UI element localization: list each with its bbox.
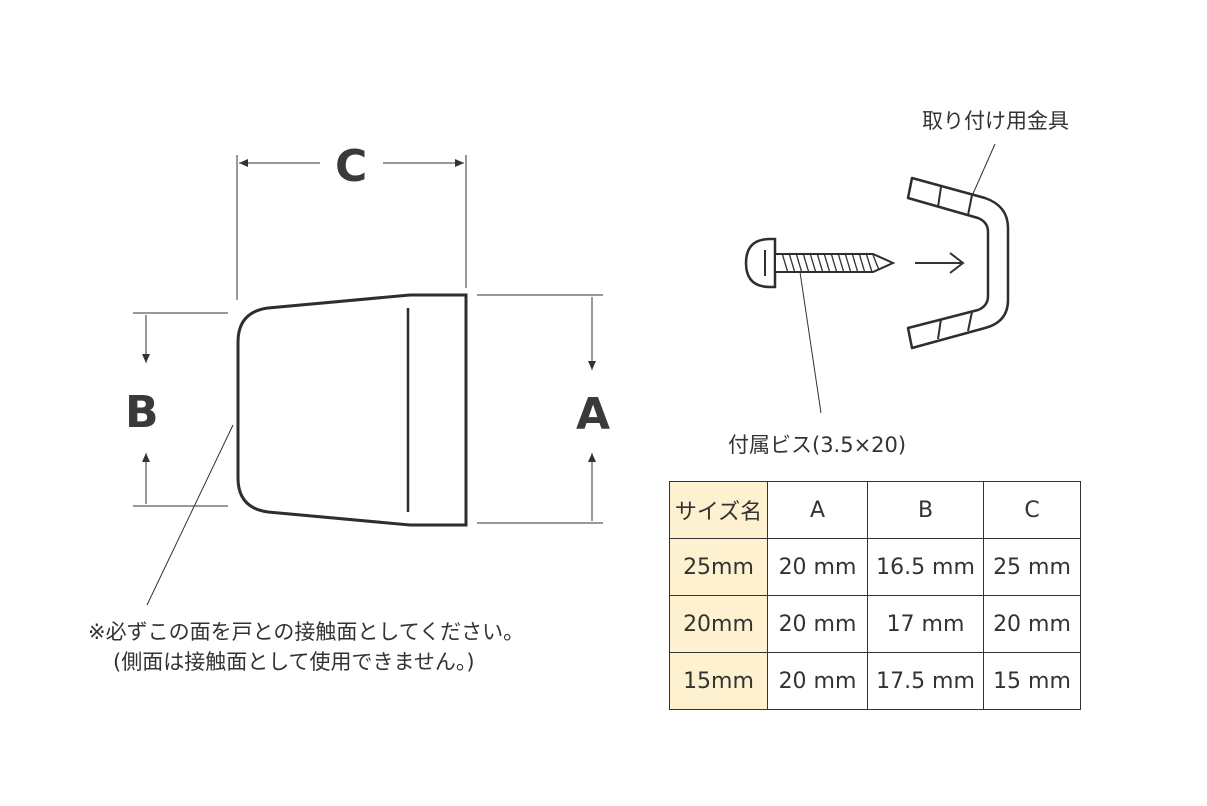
- table-cell-size: 25mm: [669, 538, 768, 596]
- table-cell-size: 20mm: [669, 595, 768, 653]
- dimension-a: [477, 294, 603, 524]
- dimension-b: [133, 312, 228, 507]
- size-table: サイズ名 A B C 25mm 20 mm 16.5 mm 25 mm 20mm…: [669, 481, 1081, 710]
- bracket-leader: [971, 143, 996, 197]
- table-row: 20mm 20 mm 17 mm 20 mm: [669, 595, 1081, 653]
- dimension-c: [236, 155, 467, 300]
- dimension-label-a: A: [576, 389, 611, 440]
- table-header-c: C: [983, 481, 1081, 539]
- side-face-note: (側面は接触面として使用できません。): [113, 650, 475, 674]
- table-header-row: サイズ名 A B C: [669, 481, 1081, 539]
- screw-drawing: [744, 237, 896, 289]
- table-cell-a: 20 mm: [767, 652, 868, 710]
- stopper-body: [236, 293, 468, 527]
- table-header-size: サイズ名: [669, 481, 768, 539]
- table-row: 25mm 20 mm 16.5 mm 25 mm: [669, 538, 1081, 596]
- dimension-label-b: B: [125, 387, 159, 438]
- table-cell-a: 20 mm: [767, 595, 868, 653]
- contact-face-note: ※必ずこの面を戸との接触面としてください。: [88, 620, 525, 644]
- table-cell-a: 20 mm: [767, 538, 868, 596]
- table-cell-size: 15mm: [669, 652, 768, 710]
- table-cell-c: 20 mm: [983, 595, 1081, 653]
- table-header-a: A: [767, 481, 868, 539]
- table-header-b: B: [867, 481, 984, 539]
- table-cell-b: 17 mm: [867, 595, 984, 653]
- direction-arrow-icon: [915, 252, 965, 274]
- table-row: 15mm 20 mm 17.5 mm 15 mm: [669, 652, 1081, 710]
- bracket-drawing: [906, 176, 1010, 350]
- screw-label: 付属ビス(3.5×20): [728, 433, 907, 457]
- contact-face-leader: [146, 424, 234, 606]
- table-cell-c: 15 mm: [983, 652, 1081, 710]
- dimension-label-c: C: [335, 141, 368, 192]
- table-cell-b: 16.5 mm: [867, 538, 984, 596]
- bracket-label: 取り付け用金具: [922, 109, 1069, 133]
- screw-leader: [799, 271, 822, 414]
- table-cell-c: 25 mm: [983, 538, 1081, 596]
- table-cell-b: 17.5 mm: [867, 652, 984, 710]
